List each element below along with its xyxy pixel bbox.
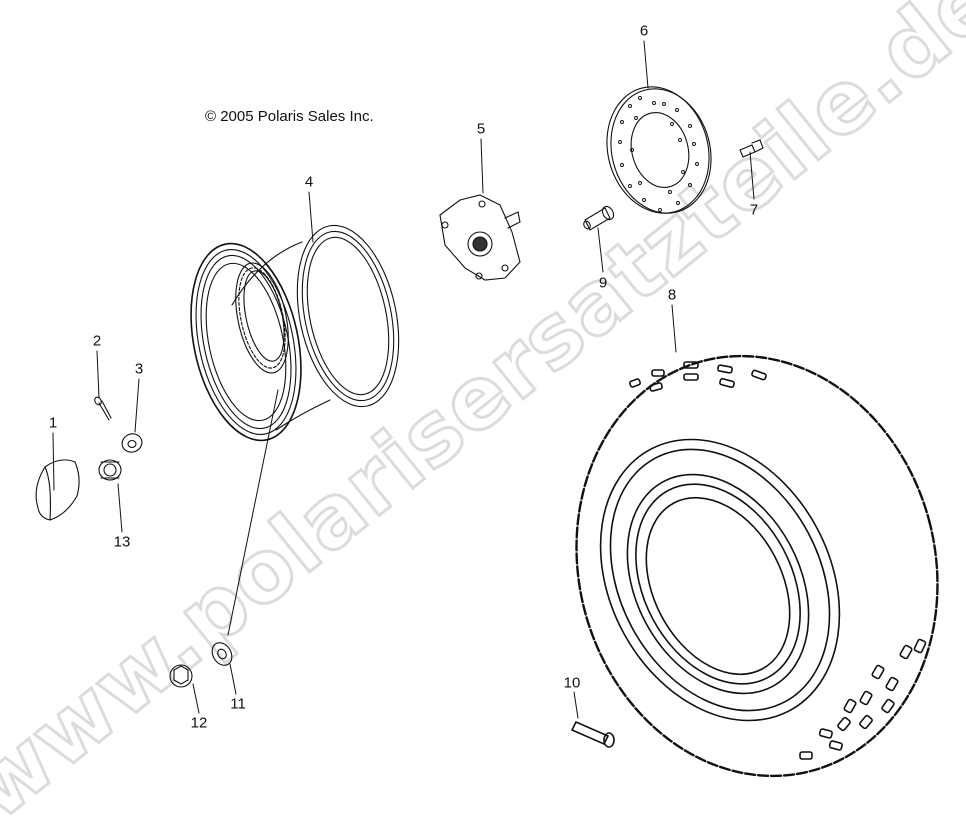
callout-8: 8 (667, 286, 677, 304)
callout-10: 10 (563, 674, 581, 692)
parts-drawing (35, 40, 939, 778)
leader-lines (52, 40, 755, 719)
castle-nut-drawing (98, 459, 122, 481)
washer-drawing (121, 433, 143, 453)
brake-disc-drawing (606, 86, 712, 214)
copyright-notice: © 2005 Polaris Sales Inc. (205, 108, 374, 125)
disc-bolt-drawing (739, 139, 764, 158)
callout-5: 5 (476, 120, 486, 138)
wheel-rim-drawing (190, 224, 400, 442)
hub-cap-drawing (35, 459, 80, 521)
callout-7: 7 (749, 201, 759, 219)
callout-13: 13 (113, 533, 131, 551)
cotter-pin-drawing (94, 396, 112, 421)
callout-6: 6 (639, 22, 649, 40)
valve-stem-drawing (570, 720, 615, 748)
callout-2: 2 (92, 332, 102, 350)
wheel-stud-drawing (583, 205, 615, 231)
callout-4: 4 (304, 173, 314, 191)
callout-12: 12 (190, 714, 208, 732)
callout-1: 1 (48, 414, 58, 432)
callout-3: 3 (134, 360, 144, 378)
wheel-nut-drawing (169, 664, 193, 688)
callout-11: 11 (230, 695, 246, 713)
callout-9: 9 (598, 274, 608, 292)
tire-drawing (575, 354, 939, 778)
wheel-washer-drawing (211, 642, 233, 666)
wheel-hub-drawing (439, 194, 521, 281)
